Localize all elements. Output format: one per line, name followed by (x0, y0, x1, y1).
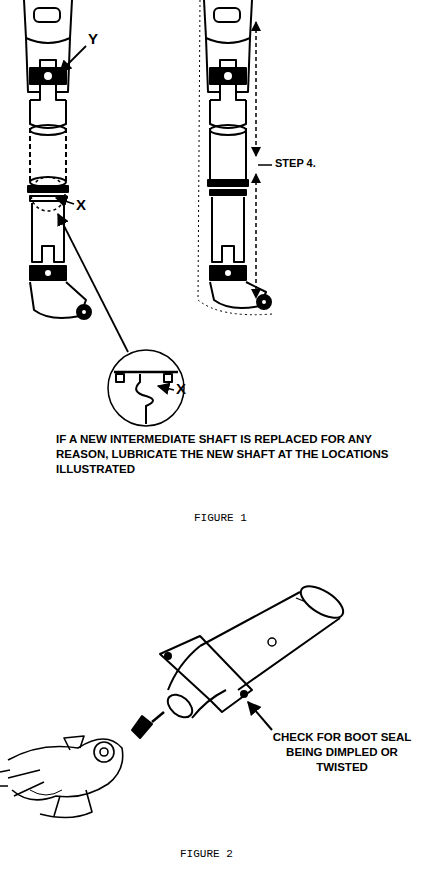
figure-caption: FIGURE 2 (180, 848, 233, 860)
intermediate-shaft (198, 0, 272, 315)
steering-gear (0, 736, 123, 818)
detail-view (108, 350, 184, 426)
note-text: IF A NEW INTERMEDIATE SHAFT IS REPLACED … (56, 432, 408, 477)
bolt (132, 712, 164, 738)
callout-letter: X (76, 196, 86, 213)
boot-seal (160, 580, 348, 722)
callout-letter: X (176, 380, 186, 397)
intermediate-shaft (24, 0, 91, 319)
step-label: STEP 4. (275, 157, 316, 169)
figure-caption: FIGURE 1 (194, 512, 247, 524)
callout-letter: Y (88, 30, 98, 47)
callout-note: CHECK FOR BOOT SEAL BEING DIMPLED OR TWI… (262, 730, 422, 775)
